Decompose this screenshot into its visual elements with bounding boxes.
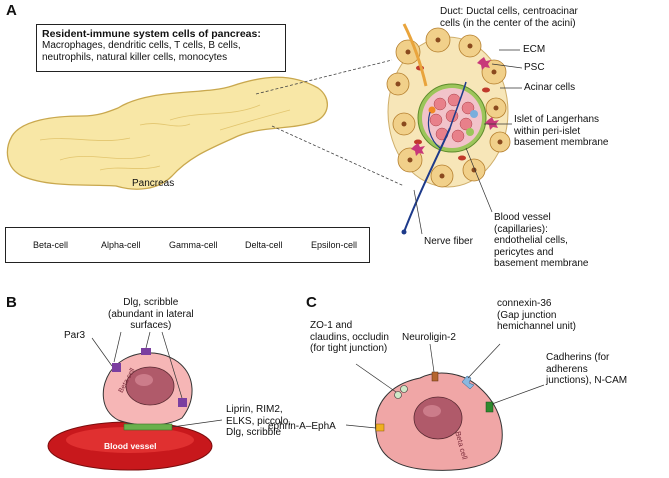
panel-c-letter: C xyxy=(306,294,317,311)
dlg-scribble-label: Dlg, scribble (abundant in lateral surfa… xyxy=(108,297,194,331)
islet-label: Islet of Langerhans within peri-islet ba… xyxy=(514,114,609,148)
panel-b-graphic xyxy=(47,331,223,471)
legend-beta-cell: Beta-cell xyxy=(33,240,69,250)
ephrin-label: ephrin-A–EphA xyxy=(268,421,336,432)
acinar-cells-label: Acinar cells xyxy=(524,82,576,93)
ecm-label: ECM xyxy=(523,44,546,55)
neuroligin-label: Neuroligin-2 xyxy=(402,332,456,343)
lobule-detail xyxy=(386,23,511,235)
pancreas-organ xyxy=(6,76,328,190)
resident-immune-box: Resident-immune system cells of pancreas… xyxy=(36,24,286,72)
blood-vessel-label: Blood vessel (capillaries): endothelial … xyxy=(494,212,589,269)
legend-gamma-cell: Gamma-cell xyxy=(169,240,218,250)
blood-vessel-b-label: Blood vessel xyxy=(104,441,157,451)
panel-c-graphic xyxy=(345,343,545,471)
resident-immune-title: Resident-immune system cells of pancreas… xyxy=(42,28,261,40)
nerve-fiber-label: Nerve fiber xyxy=(424,236,473,247)
pancreas-label: Pancreas xyxy=(132,178,175,189)
connexin-label: connexin-36 (Gap junction hemichannel un… xyxy=(497,298,576,332)
zo1-label: ZO-1 and claudins, occludin (for tight j… xyxy=(310,320,389,354)
liprin-label: Liprin, RIM2, ELKS, piccolo, Dlg, scribb… xyxy=(226,404,292,438)
resident-immune-list: Macrophages, dendritic cells, T cells, B… xyxy=(42,40,241,63)
cell-type-legend: Beta-cell Alpha-cell Gamma-cell Delta-ce… xyxy=(5,227,370,263)
par3-label: Par3 xyxy=(64,330,86,341)
psc-label: PSC xyxy=(524,62,545,73)
duct-label: Duct: Ductal cells, centroacinar cells (… xyxy=(440,6,578,29)
panel-a-letter: A xyxy=(6,2,17,19)
panel-b-letter: B xyxy=(6,294,17,311)
legend-delta-cell: Delta-cell xyxy=(245,240,283,250)
legend-alpha-cell: Alpha-cell xyxy=(101,240,141,250)
legend-epsilon-cell: Epsilon-cell xyxy=(311,240,358,250)
cadherin-label: Cadherins (for adherens junctions), N-CA… xyxy=(546,352,628,386)
